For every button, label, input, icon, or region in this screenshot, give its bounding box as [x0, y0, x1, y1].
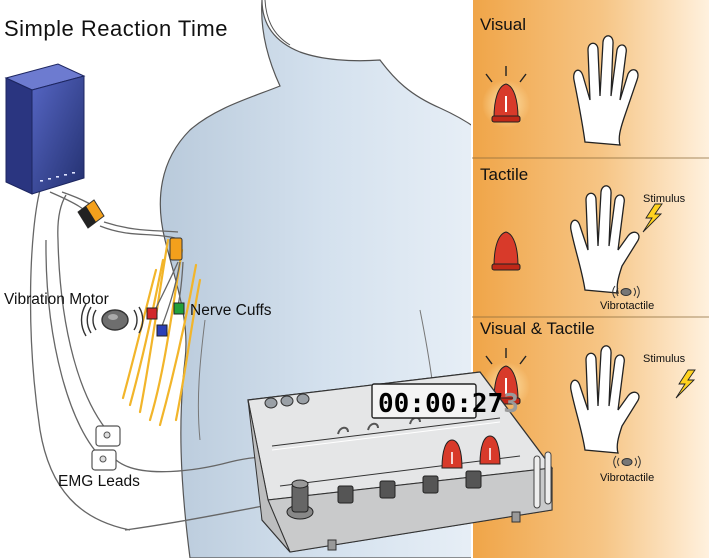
hand-icon-visual: [573, 35, 639, 146]
nerve-cuffs: [146, 302, 185, 337]
response-knob: [286, 479, 314, 520]
timer-display: 00:00:273: [378, 389, 519, 419]
hand-icon-visual-tactile: [570, 345, 640, 454]
panel-visual-tactile-vibro: Vibrotactile: [600, 472, 654, 484]
vibration-motor-icon: [80, 303, 144, 337]
timer-main-digits: 00:00:27: [378, 389, 503, 419]
stimulator-box: [4, 63, 86, 195]
panel-title-visual: Visual: [480, 15, 526, 34]
vibrotactile-icon-tactile: [612, 285, 640, 299]
lightning-icon-tactile: [642, 203, 663, 233]
label-emg-leads: EMG Leads: [58, 473, 140, 490]
panel-title-tactile: Tactile: [480, 165, 528, 184]
lead-connector-upper: [77, 199, 105, 229]
hand-icon-tactile: [570, 185, 640, 294]
timer-last-digit: 3: [503, 389, 519, 419]
device-light-left: [441, 439, 463, 469]
lead-connector-lower: [169, 237, 183, 261]
lightning-icon-visual-tactile: [675, 369, 696, 399]
light-icon-on-visual: [482, 66, 530, 128]
panel-visual-tactile-stimulus: Stimulus: [643, 353, 686, 365]
label-nerve-cuffs: Nerve Cuffs: [190, 302, 272, 319]
response-timer-device: [247, 371, 554, 553]
panel-title-visual-tactile: Visual & Tactile: [480, 319, 595, 338]
vibrotactile-icon-visual-tactile: [613, 455, 641, 469]
emg-electrodes: [91, 425, 121, 471]
panel-tactile-vibro: Vibrotactile: [600, 300, 654, 312]
label-vibration-motor: Vibration Motor: [4, 291, 109, 308]
device-light-right: [479, 435, 501, 465]
light-icon-off-tactile: [491, 231, 521, 271]
panel-tactile-stimulus: Stimulus: [643, 193, 686, 205]
diagram-title: Simple Reaction Time: [4, 16, 228, 41]
